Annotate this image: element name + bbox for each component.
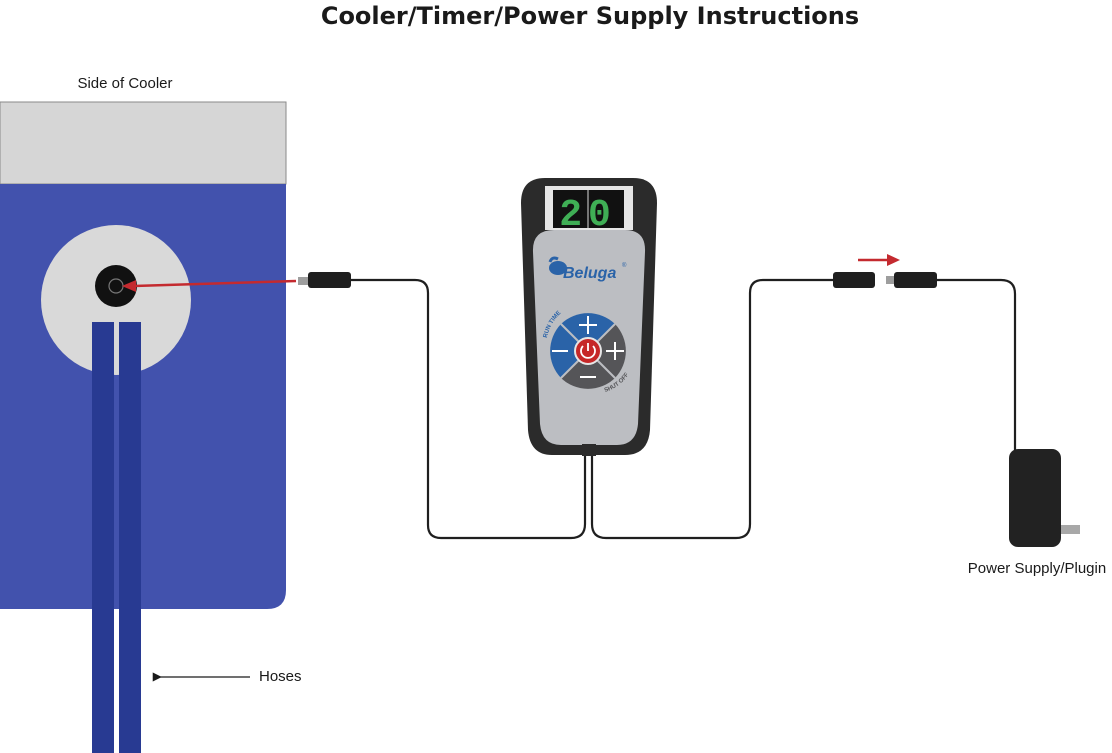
- power-cable: [590, 272, 1017, 540]
- beluga-whale-icon: [549, 261, 567, 275]
- timer-cord-exit: [582, 444, 596, 456]
- brand-trademark: ®: [622, 262, 627, 269]
- plug-in-arrow: [122, 279, 297, 292]
- connect-arrow: [858, 254, 900, 266]
- power-cable-wire: [590, 278, 833, 540]
- hoses-label: Hoses: [259, 668, 302, 685]
- timer-display: 20: [559, 194, 617, 237]
- plus-icon: [606, 342, 624, 360]
- adapter-cable-wire: [937, 278, 1017, 455]
- run-time-minus-button[interactable]: [550, 324, 588, 378]
- power-supply: [1009, 449, 1080, 547]
- beluga-logo: Beluga ®: [548, 256, 627, 282]
- hose-right: [119, 322, 141, 753]
- power-icon: [580, 343, 596, 359]
- power-supply-prong: [1054, 525, 1080, 534]
- shut-off-minus-button[interactable]: [561, 351, 615, 389]
- diagram-title: Cooler/Timer/Power Supply Instructions: [321, 2, 859, 30]
- cooler-plug-tip: [298, 277, 310, 285]
- hose-left: [92, 322, 114, 753]
- cooler-port-socket: [95, 265, 137, 307]
- power-supply-body: [1009, 449, 1061, 547]
- cooler-cable-wire: [351, 278, 587, 540]
- hoses: [92, 322, 141, 753]
- timer: 20 Beluga ® RUN TIME SHUT OFF: [521, 178, 657, 456]
- control-wheel: RUN TIME SHUT OFF: [543, 310, 630, 394]
- cooler-plug: [308, 272, 351, 288]
- cooler-cable: [298, 272, 587, 540]
- power-supply-label: Power Supply/Plugin: [968, 560, 1106, 577]
- inline-connector-tip: [886, 276, 896, 284]
- brand-name: Beluga: [563, 265, 616, 282]
- inline-connector-male: [894, 272, 937, 288]
- cooler: [0, 101, 287, 609]
- plus-icon: [579, 316, 597, 334]
- inline-connector-female: [833, 272, 875, 288]
- cooler-lid: [0, 101, 287, 185]
- cooler-side-label: Side of Cooler: [77, 75, 172, 92]
